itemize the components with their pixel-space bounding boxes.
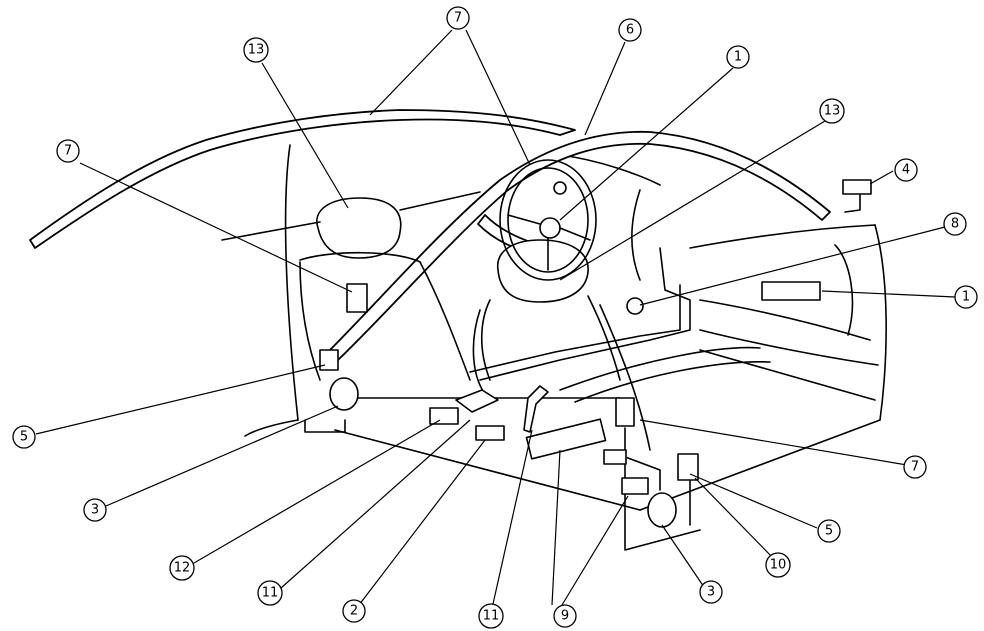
callout-11-mid: 11 <box>478 603 504 629</box>
callout-7-right: 7 <box>903 455 927 479</box>
svg-text:8: 8 <box>951 217 959 232</box>
callout-13-left: 13 <box>243 37 269 63</box>
callout-13-right: 13 <box>819 98 845 124</box>
rear-headrest <box>316 197 402 259</box>
curtain-airbag-rails <box>29 109 831 361</box>
callout-2: 2 <box>342 599 366 623</box>
connector-9a <box>603 449 627 465</box>
seat-sensor-10 <box>677 453 699 481</box>
callout-3-right: 3 <box>699 580 723 604</box>
wiring-harness <box>469 194 861 551</box>
steering-wheel <box>499 159 597 281</box>
svg-text:11: 11 <box>262 586 279 601</box>
vehicle-body-outline <box>244 144 887 511</box>
svg-text:7: 7 <box>64 144 72 159</box>
callout-1-right: 1 <box>954 285 978 309</box>
svg-text:7: 7 <box>911 460 919 475</box>
callout-7-left: 7 <box>56 139 80 163</box>
floor-harness-9 <box>525 418 607 460</box>
callout-1-top: 1 <box>726 45 750 69</box>
floor-module-12 <box>429 407 459 425</box>
callout-3-left: 3 <box>83 498 107 522</box>
rear-seat <box>221 191 481 381</box>
svg-text:2: 2 <box>350 604 358 619</box>
svg-text:3: 3 <box>91 503 99 518</box>
svg-text:11: 11 <box>483 609 500 624</box>
svg-text:7: 7 <box>454 11 462 26</box>
svg-text:5: 5 <box>20 430 28 445</box>
passenger-sensor <box>626 297 644 315</box>
callout-12: 12 <box>169 555 195 581</box>
svg-text:1: 1 <box>734 50 742 65</box>
svg-text:4: 4 <box>902 163 910 178</box>
rear-seat-sensor-module <box>346 283 368 313</box>
buckle-switch-11 <box>523 385 549 433</box>
callout-5-left: 5 <box>12 425 36 449</box>
rear-pretensioner-left <box>329 377 359 411</box>
b-pillar-sensor-left <box>319 349 339 371</box>
svg-text:9: 9 <box>561 609 569 624</box>
components <box>319 179 872 528</box>
callout-11-left: 11 <box>257 580 283 606</box>
callout-4: 4 <box>894 158 918 182</box>
svg-text:12: 12 <box>174 561 191 576</box>
pillar-sensor-right <box>615 397 635 427</box>
svg-text:1: 1 <box>962 290 970 305</box>
callout-10: 10 <box>765 552 791 578</box>
center-buckle-11 <box>455 389 499 413</box>
airbag-control-unit <box>761 281 821 301</box>
callouts: 7 6 1 13 13 7 4 8 1 5 3 <box>12 6 978 629</box>
svg-text:5: 5 <box>825 524 833 539</box>
connector-9b <box>621 477 649 495</box>
callout-8: 8 <box>943 212 967 236</box>
callout-7-top: 7 <box>446 6 470 30</box>
pretensioner-right <box>647 492 677 528</box>
svg-text:10: 10 <box>770 558 787 573</box>
callout-5-right: 5 <box>817 519 841 543</box>
callout-6: 6 <box>618 18 642 42</box>
svg-text:13: 13 <box>824 104 841 119</box>
front-crash-sensor <box>842 179 872 195</box>
callout-9: 9 <box>553 604 577 628</box>
leader-lines <box>35 29 956 606</box>
svg-text:13: 13 <box>248 43 265 58</box>
svg-text:6: 6 <box>626 23 634 38</box>
svg-text:3: 3 <box>707 585 715 600</box>
floor-module-2 <box>475 425 505 441</box>
